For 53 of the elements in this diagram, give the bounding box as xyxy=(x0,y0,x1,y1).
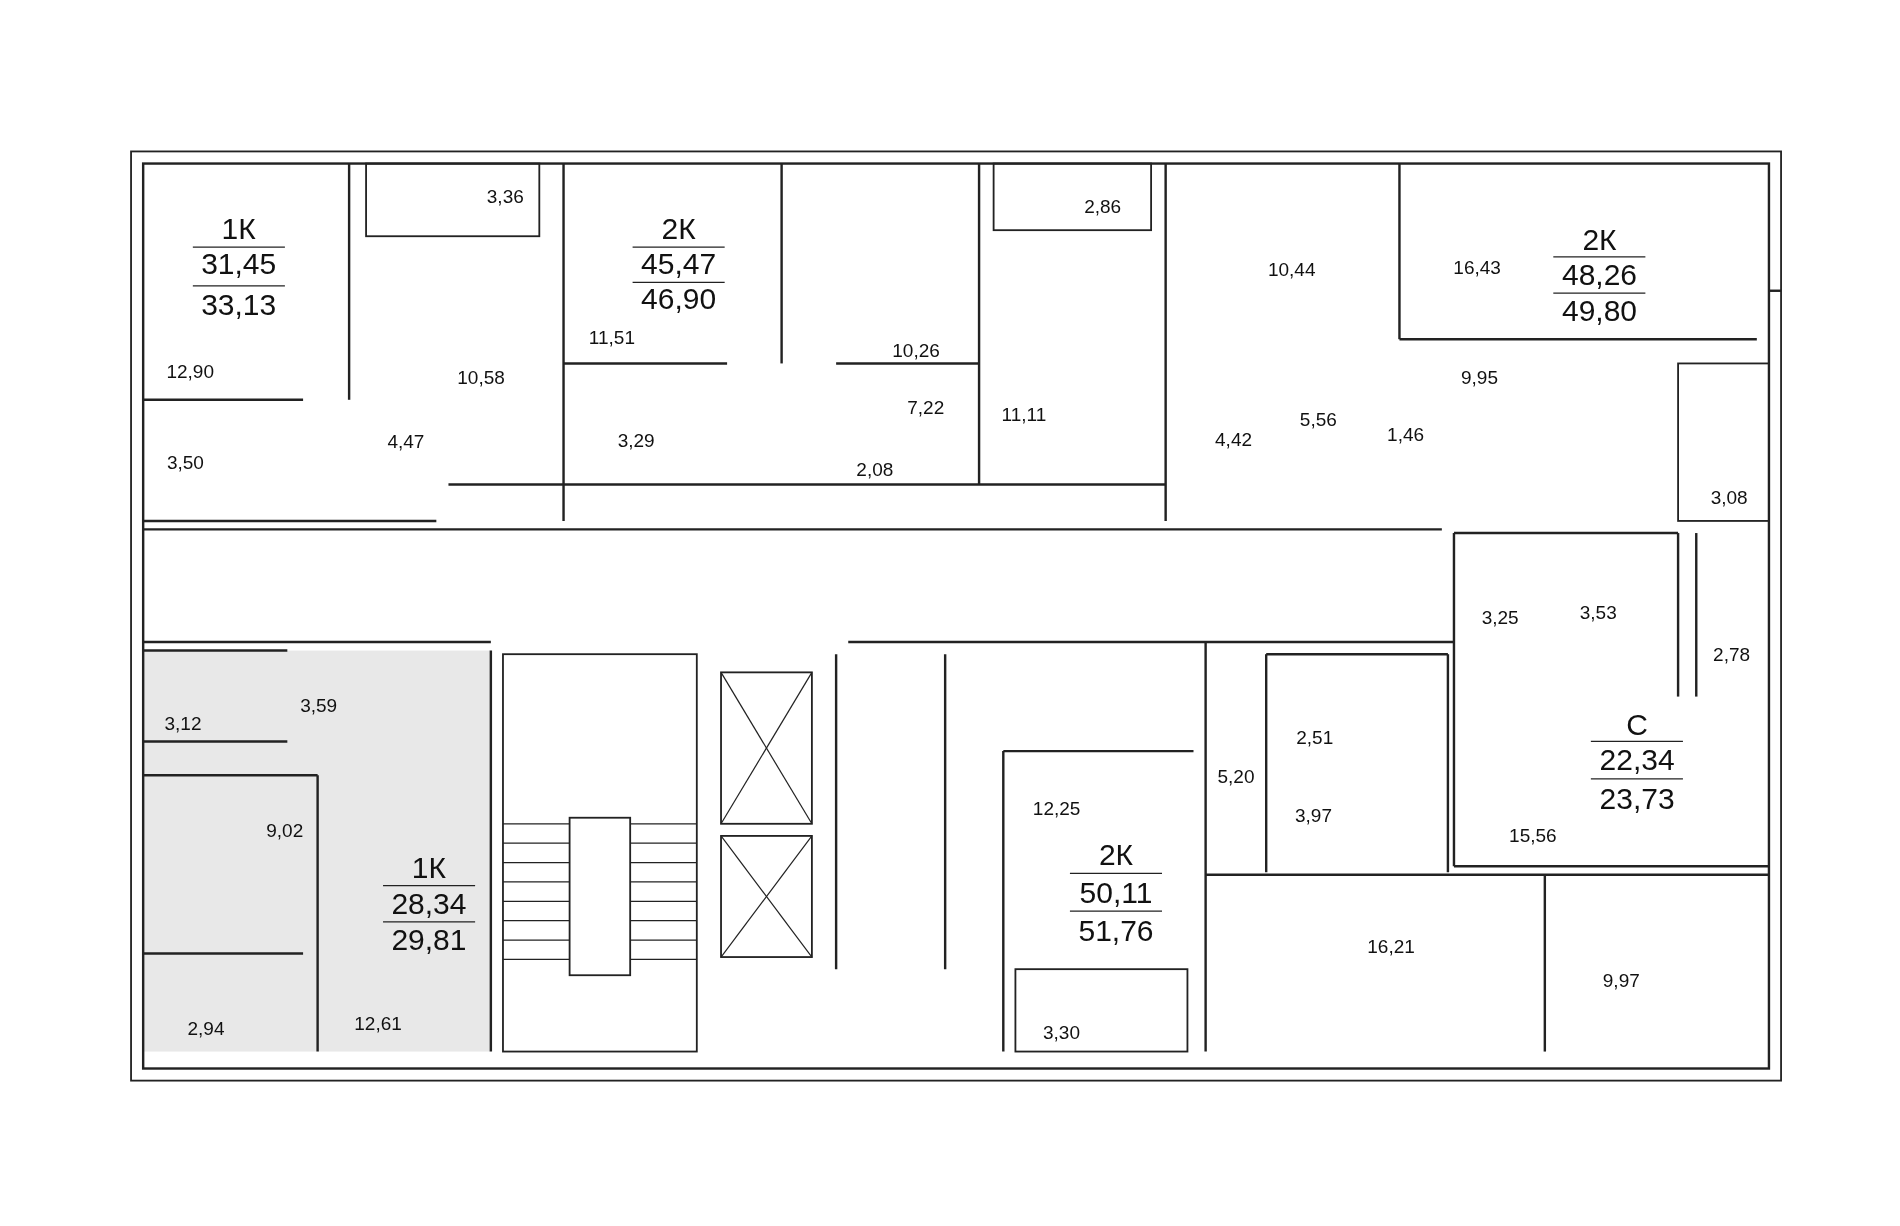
room-area-label: 3,12 xyxy=(164,713,202,733)
room-area-label: 9,95 xyxy=(1461,367,1498,387)
apartment-area-label: 23,73 xyxy=(1599,783,1675,814)
room-area-label: 11,51 xyxy=(588,327,635,347)
room-area-label: 1,46 xyxy=(1387,424,1425,444)
room-area-label: 3,29 xyxy=(617,430,655,450)
apartment-type-label: 2К xyxy=(661,214,696,244)
room-area-label: 10,44 xyxy=(1267,259,1316,279)
room-area-label: 11,11 xyxy=(1001,404,1047,424)
apartment-area-label: 45,47 xyxy=(641,249,717,280)
room-area-label: 12,25 xyxy=(1032,798,1081,818)
apartment-area-label: 48,26 xyxy=(1561,260,1637,291)
room-area-label: 2,78 xyxy=(1713,644,1751,664)
room-area-label: 16,43 xyxy=(1453,257,1501,277)
room-area-label: 5,56 xyxy=(1299,409,1337,429)
room-area-label: 5,20 xyxy=(1217,766,1255,785)
apartment-type-label: 1К xyxy=(411,852,447,883)
room-area-label: 2,08 xyxy=(856,459,894,479)
apartment-type-label: 1К xyxy=(221,214,256,244)
apartment-area-label: 28,34 xyxy=(391,888,467,919)
room-area-label: 4,42 xyxy=(1215,429,1252,449)
apartment-area-label: 22,34 xyxy=(1599,744,1675,775)
room-area-label: 3,59 xyxy=(300,695,338,715)
room-area-label: 3,36 xyxy=(486,186,524,206)
room-area-label: 15,56 xyxy=(1509,825,1557,845)
apartment-area-label: 51,76 xyxy=(1078,915,1154,946)
room-area-label: 2,51 xyxy=(1296,727,1334,747)
room-area-label: 4,47 xyxy=(387,431,425,451)
apartment-area-label: 46,90 xyxy=(641,284,717,315)
room-area-label: 16,21 xyxy=(1367,936,1415,956)
room-area-label: 3,50 xyxy=(166,452,204,472)
room-area-label: 3,25 xyxy=(1481,607,1519,627)
room-area-label: 10,26 xyxy=(892,340,940,360)
apartment-area-label: 29,81 xyxy=(391,925,467,956)
room-area-label: 2,94 xyxy=(187,1018,225,1038)
room-area-label: 3,53 xyxy=(1579,602,1617,622)
apartment-type-label: 2К xyxy=(1582,224,1617,255)
apartment-type-label: 2К xyxy=(1098,840,1134,871)
room-area-label: 2,86 xyxy=(1084,196,1122,216)
apartment-area-label: 49,80 xyxy=(1561,296,1637,327)
room-area-label: 9,97 xyxy=(1602,970,1640,990)
room-area-label: 12,61 xyxy=(354,1013,402,1033)
apartment-type-label: С xyxy=(1626,709,1648,740)
room-area-label: 9,02 xyxy=(266,820,304,840)
room-area-label: 3,30 xyxy=(1043,1022,1080,1042)
room-area-label: 7,22 xyxy=(907,397,945,417)
apartment-area-label: 31,45 xyxy=(201,249,277,280)
apartment-area-label: 50,11 xyxy=(1079,878,1153,909)
apartment-area-label: 33,13 xyxy=(201,290,277,321)
room-area-label: 3,08 xyxy=(1710,487,1748,507)
room-area-label: 12,90 xyxy=(166,361,214,381)
room-area-label: 10,58 xyxy=(457,367,505,387)
room-area-label: 3,97 xyxy=(1295,806,1332,825)
